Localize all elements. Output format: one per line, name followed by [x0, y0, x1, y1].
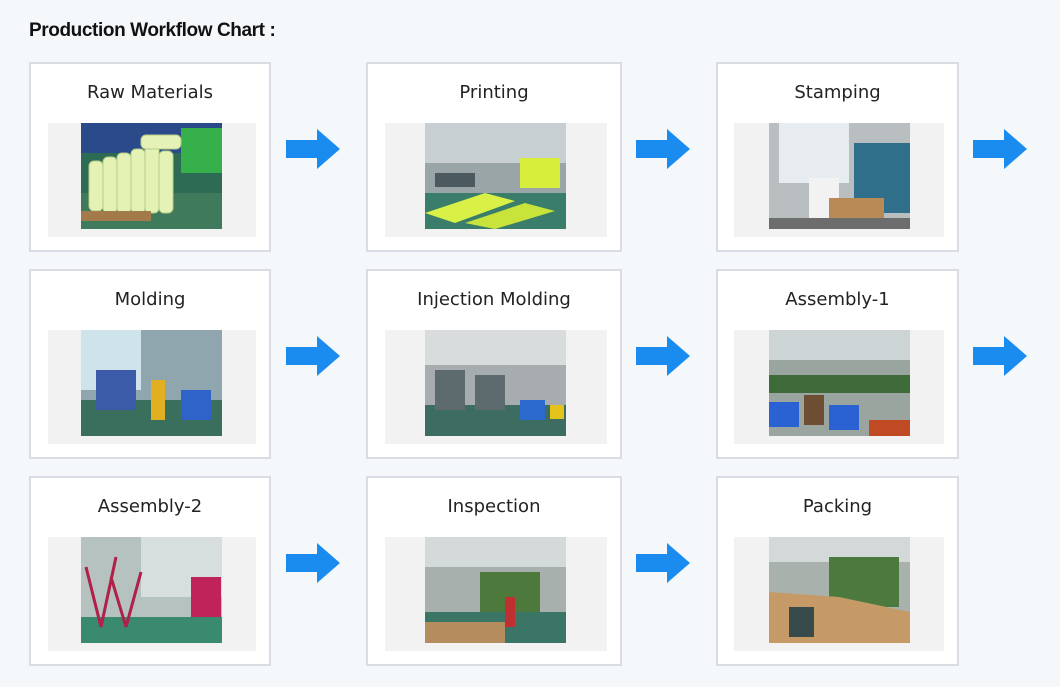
- step-label: Molding: [114, 289, 186, 310]
- step-label: Raw Materials: [86, 82, 214, 103]
- right-arrow-icon: [973, 129, 1027, 169]
- right-arrow-icon: [973, 336, 1027, 376]
- right-arrow-icon: [636, 336, 690, 376]
- step-label: Assembly-2: [97, 496, 203, 517]
- packing-photo: [769, 537, 910, 643]
- assembly-1-photo: [769, 330, 910, 436]
- step-label: Injection Molding: [417, 289, 571, 310]
- step-card-assembly-2: Assembly-2: [29, 476, 271, 666]
- step-card-assembly-1: Assembly-1: [716, 269, 959, 459]
- step-card-inspection: Inspection: [366, 476, 622, 666]
- right-arrow-icon: [636, 543, 690, 583]
- step-label: Printing: [459, 82, 529, 103]
- right-arrow-icon: [286, 543, 340, 583]
- step-card-packing: Packing: [716, 476, 959, 666]
- step-card-printing: Printing: [366, 62, 622, 252]
- printing-photo: [425, 123, 566, 229]
- step-card-raw-materials: Raw Materials: [29, 62, 271, 252]
- right-arrow-icon: [636, 129, 690, 169]
- step-card-stamping: Stamping: [716, 62, 959, 252]
- assembly-2-photo: [81, 537, 222, 643]
- step-label: Assembly-1: [785, 289, 890, 310]
- right-arrow-icon: [286, 336, 340, 376]
- raw-materials-photo: [81, 123, 222, 229]
- inspection-photo: [425, 537, 566, 643]
- molding-photo: [81, 330, 222, 436]
- step-label: Inspection: [447, 496, 541, 517]
- step-card-molding: Molding: [29, 269, 271, 459]
- page-title: Production Workflow Chart :: [29, 20, 276, 41]
- step-label: Packing: [802, 496, 873, 517]
- injection-molding-photo: [425, 330, 566, 436]
- stamping-photo: [769, 123, 910, 229]
- step-card-injection-molding: Injection Molding: [366, 269, 622, 459]
- right-arrow-icon: [286, 129, 340, 169]
- step-label: Stamping: [794, 82, 881, 103]
